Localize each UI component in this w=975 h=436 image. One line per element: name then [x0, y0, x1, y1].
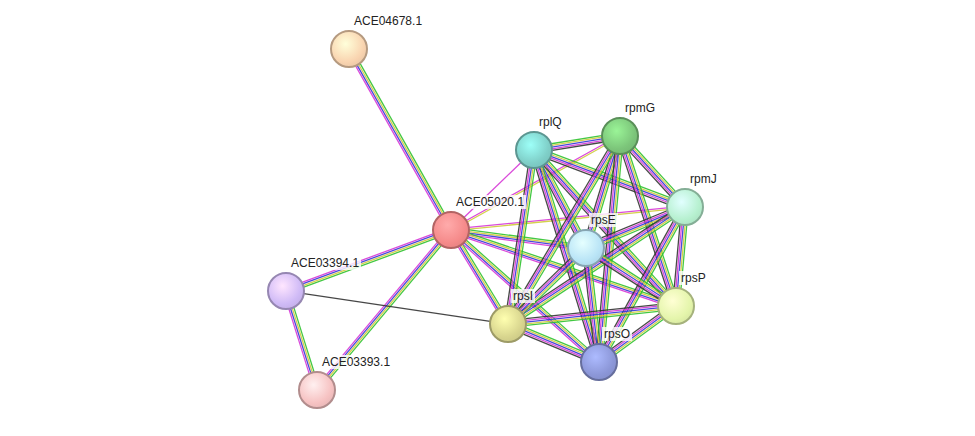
node-label: ACE05020.1	[454, 195, 526, 209]
evidence-line	[585, 266, 594, 344]
evidence-line	[526, 305, 658, 319]
interaction-edge	[519, 258, 576, 314]
node-label: rplQ	[537, 115, 564, 129]
evidence-line	[552, 142, 602, 150]
node-label: ACE04678.1	[352, 14, 424, 28]
node-label: rpmJ	[688, 172, 719, 186]
evidence-line	[602, 256, 662, 294]
interaction-edge	[514, 150, 613, 311]
node-label: rpsP	[679, 271, 708, 285]
evidence-line	[600, 259, 660, 297]
evidence-line	[359, 64, 443, 214]
protein-node: rpmG	[601, 117, 639, 155]
evidence-line	[291, 308, 311, 373]
protein-node: rpmJ	[666, 188, 704, 226]
node-label: ACE03393.1	[320, 355, 392, 369]
evidence-line	[599, 261, 659, 299]
evidence-line	[526, 328, 584, 352]
interaction-edge	[304, 294, 490, 322]
protein-node: ACE03393.1	[298, 371, 336, 409]
protein-node: rplQ	[515, 131, 553, 169]
node-label: rpsO	[602, 327, 632, 341]
protein-node: ACE04678.1	[330, 30, 368, 68]
evidence-line	[525, 331, 583, 355]
evidence-line	[552, 141, 602, 149]
evidence-line	[289, 309, 309, 374]
evidence-line	[521, 261, 573, 312]
node-label: rpmG	[623, 101, 657, 115]
evidence-line	[635, 147, 676, 191]
interaction-edge	[551, 136, 603, 151]
evidence-line	[507, 167, 528, 305]
protein-node: rpsO	[580, 343, 618, 381]
interaction-edge	[585, 265, 601, 344]
evidence-line	[524, 333, 582, 357]
evidence-line	[526, 308, 658, 322]
protein-node: rpsP	[657, 287, 695, 325]
evidence-line	[525, 329, 583, 353]
protein-node: ACE05020.1	[432, 211, 470, 249]
interaction-edge	[356, 63, 445, 215]
interaction-edge	[630, 147, 676, 196]
node-label: ACE03394.1	[289, 256, 361, 270]
evidence-line	[356, 66, 440, 216]
evidence-line	[512, 168, 533, 306]
evidence-line	[523, 334, 581, 358]
protein-node: rpsI	[489, 305, 527, 343]
evidence-line	[522, 262, 574, 313]
evidence-line	[304, 294, 490, 322]
evidence-line	[525, 220, 672, 317]
evidence-line	[601, 258, 661, 296]
node-label: rpsE	[589, 213, 618, 227]
evidence-line	[464, 162, 521, 217]
protein-node: ACE03394.1	[267, 272, 305, 310]
evidence-line	[294, 307, 314, 372]
evidence-line	[292, 308, 312, 373]
evidence-line	[360, 63, 444, 213]
interaction-edge	[289, 307, 314, 373]
evidence-line	[526, 306, 658, 320]
node-label: rpsI	[511, 289, 535, 303]
evidence-line	[603, 255, 663, 293]
protein-node: rpsE	[567, 229, 605, 267]
interaction-edge	[526, 305, 659, 326]
evidence-line	[524, 218, 671, 315]
evidence-line	[586, 266, 595, 344]
interaction-edge	[464, 162, 521, 217]
interaction-edge	[523, 328, 583, 358]
evidence-line	[357, 65, 441, 215]
interaction-edge	[599, 255, 662, 299]
